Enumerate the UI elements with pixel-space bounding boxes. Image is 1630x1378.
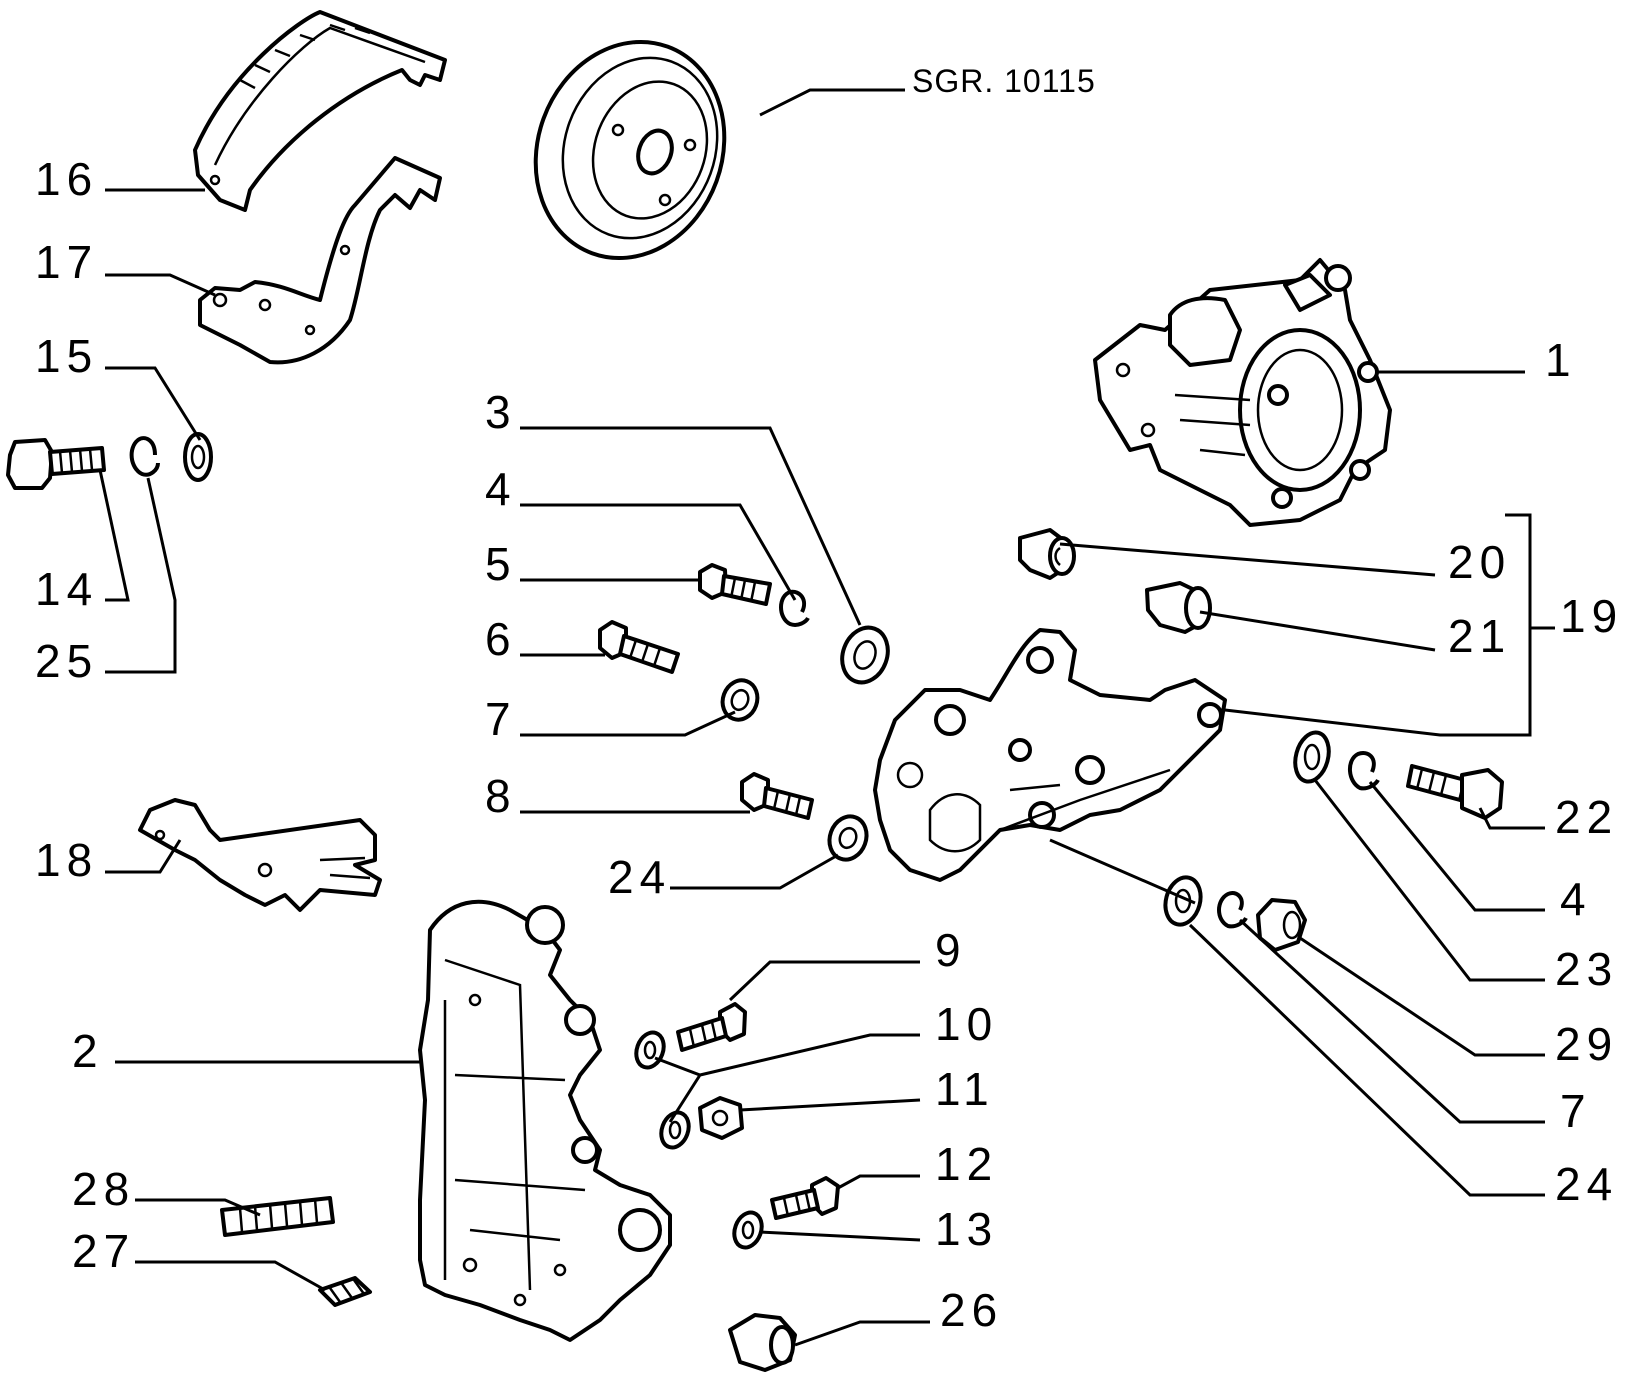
part-26-bushing — [728, 1313, 797, 1372]
drawing-reference: SGR. 10115 — [912, 63, 1096, 99]
leader-11 — [739, 1098, 921, 1112]
leader-14 — [98, 469, 130, 602]
callout-20: 20 — [1448, 536, 1511, 588]
part-4-washer-top — [779, 589, 810, 627]
part-3-washer — [840, 625, 890, 685]
callout-17: 17 — [35, 236, 98, 288]
callout-4a: 4 — [485, 463, 517, 515]
callout-28: 28 — [72, 1163, 135, 1215]
leader-15 — [105, 366, 202, 441]
part-13-washer — [732, 1210, 764, 1250]
part-4-washer-right — [1348, 751, 1380, 791]
part-17-bracket-arm — [198, 156, 442, 365]
leader-19-part — [1224, 708, 1505, 737]
callout-4b: 4 — [1560, 873, 1592, 925]
callout-29: 29 — [1555, 1018, 1618, 1070]
leader-18 — [105, 839, 182, 874]
leader-3 — [520, 426, 862, 626]
part-12-bolt — [770, 1176, 840, 1220]
leader-7a — [520, 710, 736, 737]
part-11-nut — [698, 1096, 744, 1140]
leader-sgr — [759, 88, 905, 117]
part-7-washer-right — [1217, 891, 1248, 929]
leader-21 — [1199, 610, 1436, 652]
callout-24b: 24 — [1555, 1158, 1618, 1210]
leader-19-mount — [1049, 838, 1196, 905]
leader-lines — [98, 88, 1555, 1347]
part-23-washer — [1293, 730, 1331, 784]
callout-26: 26 — [940, 1284, 1003, 1336]
callout-5: 5 — [485, 538, 517, 590]
callout-25: 25 — [35, 635, 98, 687]
callout-16: 16 — [35, 153, 98, 205]
callout-7a: 7 — [485, 693, 517, 745]
callout-21: 21 — [1448, 610, 1511, 662]
callout-6: 6 — [485, 613, 517, 665]
callout-14: 14 — [35, 563, 98, 615]
leader-10 — [654, 1033, 920, 1123]
leader-22 — [1478, 807, 1545, 830]
part-22-bolt — [1406, 764, 1504, 820]
callout-8: 8 — [485, 770, 517, 822]
leader-26 — [794, 1320, 930, 1347]
callout-12: 12 — [935, 1138, 998, 1190]
part-18-slotted-bracket — [138, 798, 382, 912]
leader-4b — [1368, 781, 1545, 912]
leader-23 — [1313, 779, 1545, 982]
part-25-washer — [129, 436, 160, 477]
part-1-pump — [1093, 258, 1392, 527]
callout-10: 10 — [935, 998, 998, 1050]
leader-7b — [1238, 918, 1545, 1124]
leader-4a — [520, 503, 797, 601]
part-21-bushing — [1145, 581, 1212, 634]
leader-29 — [1299, 936, 1545, 1057]
leader-24a — [670, 853, 839, 890]
part-9-bolt — [676, 1002, 747, 1052]
part-14-bolt — [6, 438, 106, 490]
leader-19-bracket — [1505, 513, 1555, 737]
callout-1: 1 — [1545, 334, 1577, 386]
callout-27: 27 — [72, 1225, 135, 1277]
part-20-bushing — [1018, 528, 1076, 580]
part-pulley — [533, 39, 727, 261]
leader-25 — [105, 477, 177, 674]
callout-19: 19 — [1560, 590, 1623, 642]
part-15-washer — [183, 432, 213, 482]
callout-3: 3 — [485, 386, 517, 438]
part-7-washer-left — [720, 678, 760, 722]
callout-23: 23 — [1555, 943, 1618, 995]
callout-13: 13 — [935, 1203, 998, 1255]
part-2-bracket-plate — [418, 899, 672, 1342]
leader-20 — [1059, 542, 1436, 577]
leader-17 — [105, 273, 216, 297]
part-27-spring — [318, 1276, 372, 1307]
callout-24a: 24 — [608, 851, 671, 903]
callout-18: 18 — [35, 834, 98, 886]
callout-11: 11 — [935, 1063, 995, 1115]
leader-13 — [759, 1230, 921, 1242]
leader-12 — [837, 1174, 920, 1190]
part-19-main-bracket — [873, 628, 1227, 882]
part-5-bolt — [698, 563, 772, 606]
leader-27 — [135, 1260, 326, 1292]
part-24-washer-left — [827, 814, 869, 862]
callout-22: 22 — [1555, 791, 1618, 843]
callout-9: 9 — [935, 924, 967, 976]
leader-28 — [135, 1198, 261, 1217]
leader-24b — [1188, 923, 1545, 1197]
part-6-bolt — [598, 620, 680, 674]
callout-7b: 7 — [1560, 1085, 1592, 1137]
leader-9 — [728, 960, 920, 1002]
part-16-belt-guard — [193, 10, 447, 212]
part-24-washer-right — [1163, 875, 1203, 927]
callout-labels: SGR. 10115 16 17 15 14 25 18 2 28 27 3 4… — [35, 63, 1623, 1336]
callout-2: 2 — [72, 1025, 104, 1077]
part-28-stud — [220, 1196, 335, 1237]
callout-15: 15 — [35, 330, 98, 382]
part-8-bolt — [740, 772, 814, 820]
